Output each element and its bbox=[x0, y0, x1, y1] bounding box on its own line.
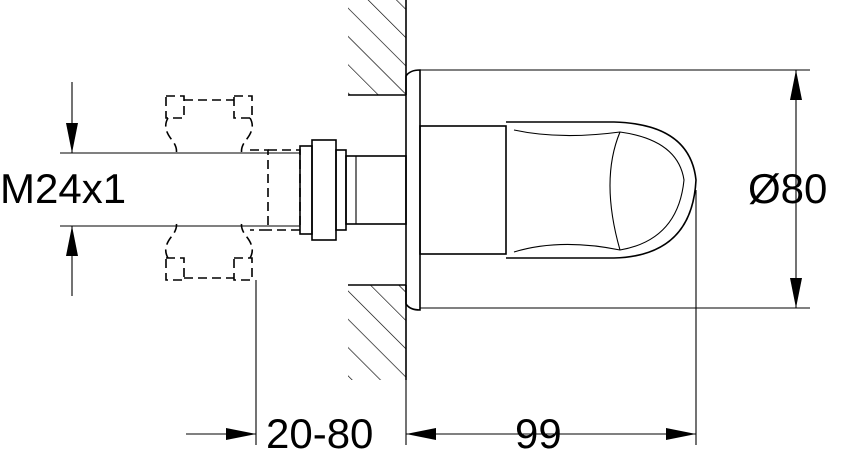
diameter-dimension bbox=[790, 70, 802, 308]
projection-label: 99 bbox=[515, 410, 562, 451]
wall-range-dimension bbox=[186, 428, 696, 440]
cover-plate bbox=[405, 69, 421, 311]
handle bbox=[419, 121, 697, 259]
concealed-valve-body-outline bbox=[164, 95, 301, 281]
extension-lines bbox=[60, 69, 810, 445]
diameter-label: Ø80 bbox=[748, 165, 827, 212]
thread-dimension bbox=[66, 82, 78, 296]
wall-range-label: 20-80 bbox=[266, 410, 373, 451]
wall-section-bottom bbox=[348, 284, 407, 380]
thread-connector bbox=[299, 139, 407, 241]
wall-section-top bbox=[348, 0, 407, 96]
thread-label: M24x1 bbox=[0, 165, 126, 212]
